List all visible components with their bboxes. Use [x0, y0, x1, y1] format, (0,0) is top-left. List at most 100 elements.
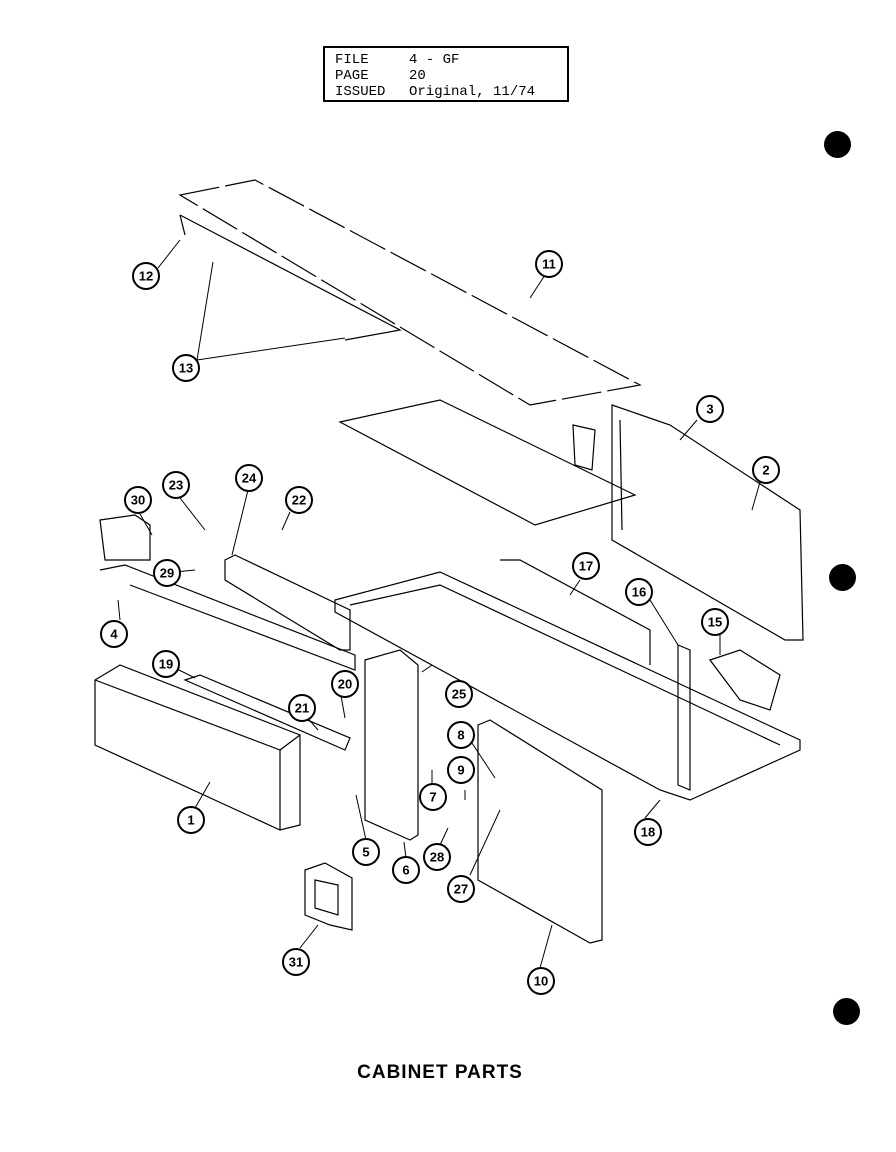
- callout-label: 31: [289, 955, 303, 970]
- callout-17: 17: [572, 552, 600, 580]
- callout-circle: [132, 262, 160, 290]
- callout-circle: [282, 948, 310, 976]
- callout-label: 15: [708, 615, 722, 630]
- callout-circle: [625, 578, 653, 606]
- callout-circle: [572, 552, 600, 580]
- callout-circle: [535, 250, 563, 278]
- leader-lines: [117, 239, 761, 969]
- callout-circle: [447, 721, 475, 749]
- callout-21: 21: [288, 694, 316, 722]
- grille-part: [94, 664, 301, 831]
- callout-19: 19: [152, 650, 180, 678]
- callout-22: 22: [285, 486, 313, 514]
- issued-value: Original, 11/74: [409, 84, 536, 100]
- callout-29: 29: [153, 559, 181, 587]
- callout-3: 3: [696, 395, 724, 423]
- callout-25: 25: [445, 680, 473, 708]
- callout-24: 24: [235, 464, 263, 492]
- control-strip-part: [183, 674, 351, 751]
- callout-label: 8: [457, 728, 464, 743]
- callout-circle: [100, 620, 128, 648]
- callout-label: 28: [430, 850, 444, 865]
- callout-label: 24: [242, 471, 257, 486]
- callout-label: 18: [641, 825, 655, 840]
- callout-20: 20: [331, 670, 359, 698]
- callout-8: 8: [447, 721, 475, 749]
- callout-6: 6: [392, 856, 420, 884]
- callout-label: 17: [579, 559, 593, 574]
- callout-10: 10: [527, 967, 555, 995]
- callout-31: 31: [282, 948, 310, 976]
- callout-label: 25: [452, 687, 466, 702]
- callout-circle: [445, 680, 473, 708]
- rear-panel-part: [572, 404, 804, 641]
- callout-circle: [423, 843, 451, 871]
- callout-16: 16: [625, 578, 653, 606]
- binder-hole-middle: [829, 564, 856, 591]
- callout-label: 30: [131, 493, 145, 508]
- callout-28: 28: [423, 843, 451, 871]
- callout-circle: [152, 650, 180, 678]
- callout-label: 7: [429, 790, 436, 805]
- callout-circle: [352, 838, 380, 866]
- callout-9: 9: [447, 756, 475, 784]
- callout-label: 13: [179, 361, 193, 376]
- callout-circle: [235, 464, 263, 492]
- callout-13: 13: [172, 354, 200, 382]
- box-part: [709, 649, 781, 711]
- callout-23: 23: [162, 471, 190, 499]
- callout-label: 11: [542, 257, 556, 272]
- callout-5: 5: [352, 838, 380, 866]
- page-row: PAGE 20: [335, 68, 567, 84]
- callout-circle: [124, 486, 152, 514]
- callout-circle: [172, 354, 200, 382]
- inner-panel-part: [338, 399, 637, 526]
- callout-1: 1: [177, 806, 205, 834]
- binder-hole-top: [824, 131, 851, 158]
- callout-11: 11: [535, 250, 563, 278]
- page-label: PAGE: [335, 68, 369, 84]
- callout-circle: [634, 818, 662, 846]
- callout-circle: [447, 756, 475, 784]
- callout-circle: [331, 670, 359, 698]
- bracket-part: [500, 559, 691, 791]
- issued-row: ISSUED Original, 11/74: [335, 84, 567, 100]
- callout-label: 3: [706, 402, 713, 417]
- callout-circle: [696, 395, 724, 423]
- file-row: FILE 4 - GF: [335, 52, 567, 68]
- callout-27: 27: [447, 875, 475, 903]
- callout-2: 2: [752, 456, 780, 484]
- callout-label: 20: [338, 677, 352, 692]
- callout-7: 7: [419, 783, 447, 811]
- diagram-title: CABINET PARTS: [357, 1062, 523, 1083]
- front-panel-part: [477, 719, 603, 944]
- callout-label: 9: [457, 763, 464, 778]
- callout-30: 30: [124, 486, 152, 514]
- binder-hole-bottom: [833, 998, 860, 1025]
- control-panel-part: [364, 649, 419, 841]
- callout-label: 29: [160, 566, 174, 581]
- callout-circle: [153, 559, 181, 587]
- callout-label: 23: [169, 478, 183, 493]
- callout-circle: [701, 608, 729, 636]
- callout-circle: [752, 456, 780, 484]
- callout-label: 22: [292, 493, 306, 508]
- callout-circle: [419, 783, 447, 811]
- callout-label: 12: [139, 269, 153, 284]
- page-value: 20: [409, 68, 426, 84]
- callout-label: 10: [534, 974, 548, 989]
- callout-label: 4: [110, 627, 118, 642]
- callout-12: 12: [132, 262, 160, 290]
- callout-circle: [285, 486, 313, 514]
- callout-circle: [288, 694, 316, 722]
- callout-label: 5: [362, 845, 369, 860]
- callout-circle: [177, 806, 205, 834]
- callout-label: 2: [762, 463, 769, 478]
- file-info-box: FILE 4 - GF PAGE 20 ISSUED Original, 11/…: [323, 46, 569, 102]
- callout-label: 19: [159, 657, 173, 672]
- callout-15: 15: [701, 608, 729, 636]
- callout-label: 21: [295, 701, 309, 716]
- callout-4: 4: [100, 620, 128, 648]
